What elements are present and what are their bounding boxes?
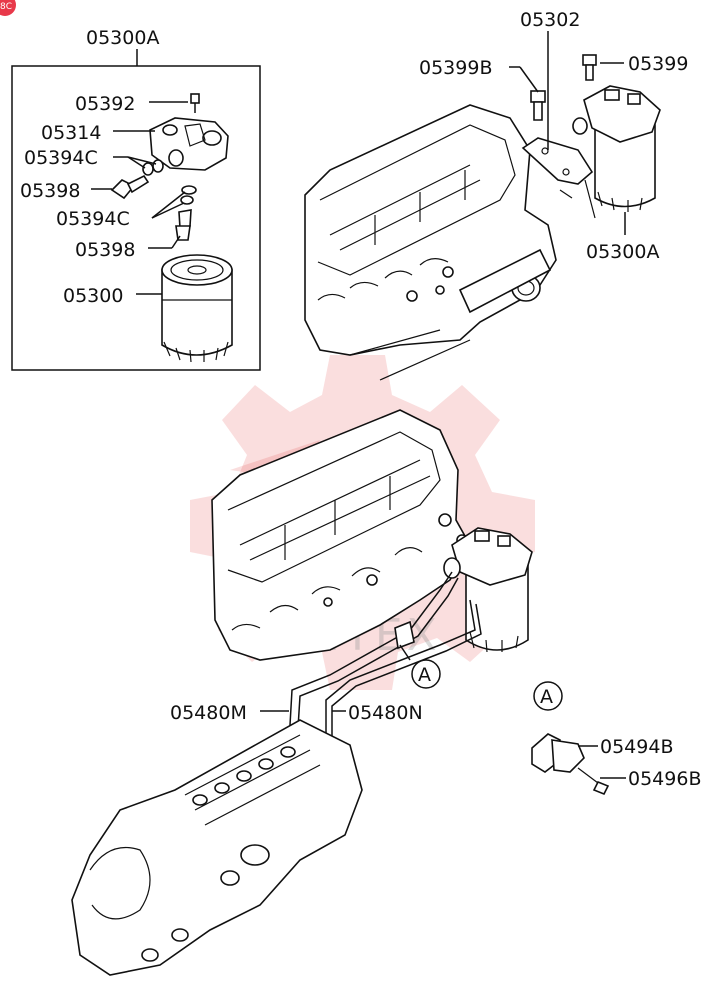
- callout-a-detail-text: A: [540, 686, 553, 708]
- label-05302: 05302: [520, 9, 580, 31]
- label-05314: 05314: [41, 122, 101, 144]
- label-05480n: 05480N: [348, 702, 423, 724]
- label-05300a-inset: 05300A: [86, 27, 159, 49]
- label-05398-lower: 05398: [75, 239, 135, 261]
- inset-box: [11, 49, 261, 371]
- label-05398-left: 05398: [20, 180, 80, 202]
- bracket-05302-part: [521, 137, 596, 219]
- upper-engine-block: [304, 104, 557, 381]
- bolt-05399b-part: [530, 90, 546, 121]
- label-05394c-upper: 05394C: [24, 147, 98, 169]
- lower-filter-part: [443, 527, 533, 653]
- inset-parts: [110, 93, 233, 363]
- lower-leaders: [260, 710, 626, 779]
- washer-05394c-upper-part: [142, 159, 164, 176]
- lower-engine-block: [211, 409, 471, 661]
- upper-leaders: [509, 31, 626, 235]
- corner-badge: 8C: [0, 0, 16, 16]
- label-05480m: 05480M: [170, 702, 247, 724]
- filter-assembly-05300a-part: [572, 85, 661, 212]
- washer-05394c-lower-part: [180, 185, 197, 205]
- callout-a-lower-text: A: [418, 664, 431, 686]
- label-05394c-lower: 05394C: [56, 208, 130, 230]
- bolt-05399-part: [582, 54, 597, 81]
- label-05399: 05399: [628, 53, 688, 75]
- filter-05300-part: [161, 254, 233, 363]
- inset-leaders: [91, 101, 188, 295]
- label-05300a-upper: 05300A: [586, 241, 659, 263]
- clamp-05494b-part: [531, 733, 585, 773]
- callout-a-detail: A: [533, 681, 563, 711]
- label-05392: 05392: [75, 93, 135, 115]
- corner-badge-text: 8C: [0, 2, 12, 12]
- callout-a-lower: A: [399, 644, 441, 689]
- label-05399b: 05399B: [419, 57, 492, 79]
- bolt-05392-part: [190, 93, 200, 113]
- bolt-05398-lower-part: [175, 209, 192, 241]
- bolt-05496b-part: [577, 767, 610, 796]
- bolt-05398-left-part: [110, 174, 150, 200]
- label-05300: 05300: [63, 285, 123, 307]
- label-05496b: 05496B: [628, 768, 701, 790]
- label-05494b: 05494B: [600, 736, 673, 758]
- injection-pump-part: [71, 719, 363, 976]
